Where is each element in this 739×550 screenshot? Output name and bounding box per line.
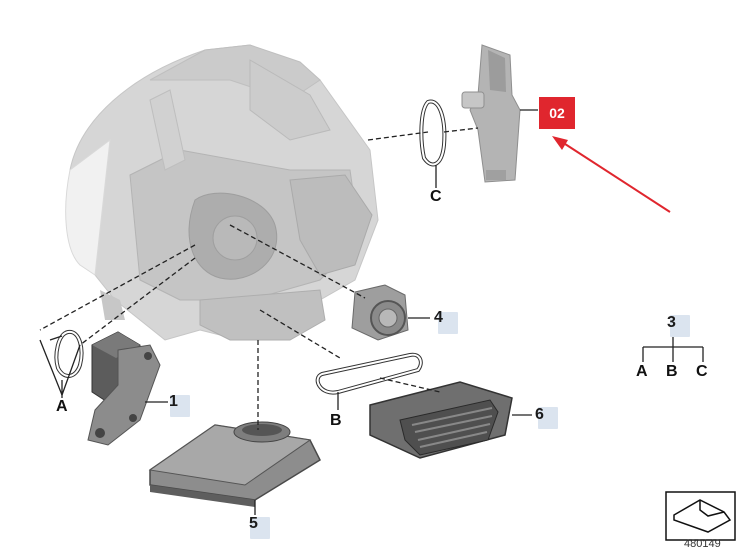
headlight-housing (65, 44, 379, 341)
gasket-a (54, 329, 84, 378)
diagram-code: 480149 (684, 538, 721, 550)
callout-3[interactable]: 3 (667, 314, 676, 331)
red-arrow (552, 136, 671, 213)
callout-box-1 (170, 395, 190, 417)
highlight-badge-02[interactable]: 02 (539, 97, 575, 129)
callout-1[interactable]: 1 (169, 393, 178, 410)
gasket-b (315, 352, 423, 395)
vent-cover-part-6 (369, 381, 513, 459)
callout-box-4 (438, 312, 458, 334)
callout-box-6 (538, 407, 558, 429)
orientation-symbol (665, 491, 736, 541)
label-a-gasket: A (56, 398, 68, 415)
callout-4[interactable]: 4 (434, 309, 443, 326)
legend-label-a: A (636, 363, 648, 380)
callout-6[interactable]: 6 (535, 406, 544, 423)
label-b-gasket: B (330, 412, 342, 429)
bracket-part-02 (461, 44, 521, 183)
actuator-part-4 (351, 284, 409, 341)
gasket-c (419, 99, 447, 167)
leader-lines (39, 109, 538, 515)
callout-5[interactable]: 5 (249, 515, 258, 532)
legend-label-c: C (696, 363, 708, 380)
ballast-part-5 (148, 421, 321, 507)
callout-box-3 (670, 315, 690, 337)
legend-label-b: B (666, 363, 678, 380)
callout-box-5 (250, 517, 270, 539)
label-c-gasket: C (430, 188, 442, 205)
control-unit-part-1 (87, 331, 161, 446)
